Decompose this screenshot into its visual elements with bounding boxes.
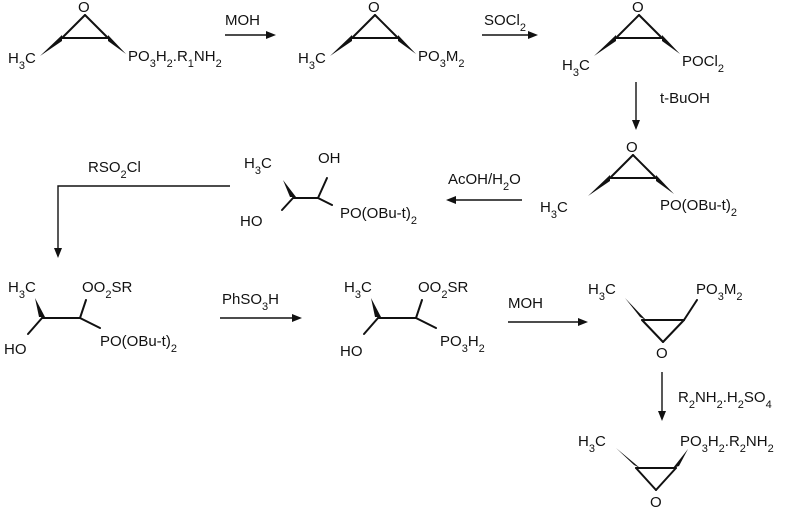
- reagent-moh-2: MOH: [508, 295, 543, 312]
- reagent-benzenesulfonic-acid: PhSO3H: [222, 291, 279, 313]
- hydroxyl-label: OH: [318, 150, 341, 167]
- compound-2-epoxide-metal-phosphonate: O H3C PO3M2: [298, 0, 464, 72]
- compound-1-epoxide-amine-salt: O H3C PO3H2.R1NH2: [8, 0, 222, 72]
- arrow-step-2: SOCl2: [482, 12, 538, 39]
- methyl-label: H3C: [244, 155, 272, 177]
- reagent-acetic-acid-water: AcOH/H2O: [448, 171, 521, 193]
- methyl-label: H3C: [8, 50, 36, 72]
- methyl-label: H3C: [344, 279, 372, 301]
- methyl-label: H3C: [540, 199, 568, 221]
- compound-6-sulfonate-di-tert-butyl-phosphonate: H3C OO2SR HO PO(OBu-t)2: [4, 279, 177, 358]
- arrow-step-4: AcOH/H2O: [446, 171, 522, 204]
- di-tert-butyl-phosphonate-label: PO(OBu-t)2: [660, 197, 737, 219]
- compound-3-epoxide-dichlorophosphonate: O H3C POCl2: [562, 0, 724, 79]
- metal-phosphonate-label: PO3M2: [418, 48, 464, 70]
- methyl-label: H3C: [562, 57, 590, 79]
- reagent-sulfonyl-chloride: RSO2Cl: [88, 159, 141, 181]
- compound-8-epoxide-metal-phosphonate: O H3C PO3M2: [588, 281, 742, 362]
- arrow-step-8: R2NH2.H2SO4: [658, 372, 772, 421]
- compound-9-final-epoxide-amine-salt: O H3C PO3H2.R2NH2: [578, 433, 774, 511]
- methyl-label: H3C: [298, 50, 326, 72]
- methyl-label: H3C: [588, 281, 616, 303]
- phosphonic-amine-salt-label: PO3H2.R1NH2: [128, 48, 222, 70]
- epoxide-oxygen-label: O: [650, 494, 662, 511]
- epoxide-oxygen-label: O: [368, 0, 380, 16]
- epoxide-oxygen-label: O: [626, 139, 638, 156]
- compound-5-diol-di-tert-butyl-phosphonate: H3C OH HO PO(OBu-t)2: [240, 150, 417, 230]
- methyl-label: H3C: [578, 433, 606, 455]
- epoxide-oxygen-label: O: [78, 0, 90, 16]
- arrow-step-7: MOH: [508, 295, 588, 326]
- methyl-label: H3C: [8, 279, 36, 301]
- phosphonic-acid-label: PO3H2: [440, 333, 485, 355]
- arrow-step-5: RSO2Cl: [54, 159, 230, 258]
- reagent-tert-butanol: t-BuOH: [660, 90, 710, 107]
- phosphonic-amine-salt-label: PO3H2.R2NH2: [680, 433, 774, 455]
- reagent-moh-1: MOH: [225, 12, 260, 29]
- dichlorophosphonate-label: POCl2: [682, 53, 724, 75]
- hydroxyl-label: HO: [240, 213, 263, 230]
- di-tert-butyl-phosphonate-label: PO(OBu-t)2: [340, 205, 417, 227]
- di-tert-butyl-phosphonate-label: PO(OBu-t)2: [100, 333, 177, 355]
- metal-phosphonate-label: PO3M2: [696, 281, 742, 303]
- hydroxyl-label: HO: [340, 343, 363, 360]
- arrow-step-3: t-BuOH: [632, 82, 710, 130]
- reagent-amine-sulfate: R2NH2.H2SO4: [678, 389, 772, 411]
- epoxide-oxygen-label: O: [632, 0, 644, 16]
- sulfonate-ester-label: OO2SR: [82, 279, 132, 301]
- arrow-step-1: MOH: [225, 12, 276, 39]
- arrow-step-6: PhSO3H: [220, 291, 302, 322]
- compound-4-epoxide-di-tert-butyl-phosphonate: O H3C PO(OBu-t)2: [540, 139, 737, 221]
- epoxide-oxygen-label: O: [656, 345, 668, 362]
- compound-7-sulfonate-phosphonic-acid: H3C OO2SR HO PO3H2: [340, 279, 485, 360]
- reagent-thionyl-chloride: SOCl2: [484, 12, 526, 34]
- hydroxyl-label: HO: [4, 341, 27, 358]
- sulfonate-ester-label: OO2SR: [418, 279, 468, 301]
